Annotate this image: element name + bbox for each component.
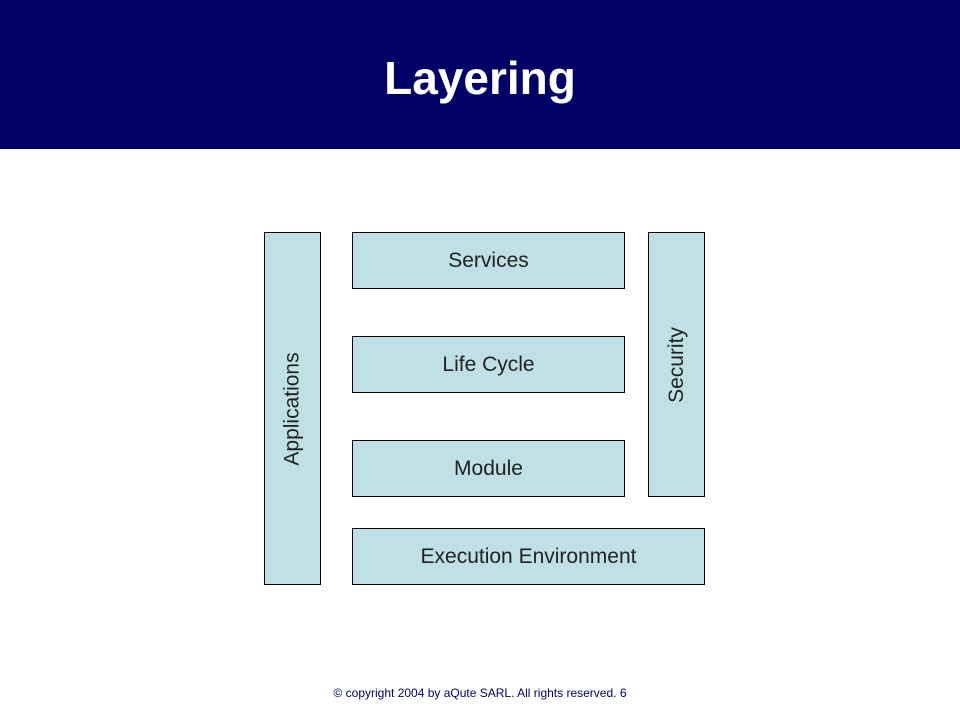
security-label: Security (664, 326, 688, 403)
execution-environment-layer: Execution Environment (352, 528, 705, 585)
slide-title: Layering (384, 52, 576, 104)
module-label: Module (454, 456, 523, 480)
services-label: Services (448, 248, 529, 272)
title-bar: Layering (0, 0, 960, 149)
execution-environment-label: Execution Environment (420, 544, 637, 568)
services-layer: Services (352, 232, 625, 289)
module-layer: Module (352, 440, 625, 497)
applications-label: Applications (280, 351, 304, 466)
security-layer: Security (648, 232, 705, 497)
life-cycle-label: Life Cycle (442, 352, 535, 376)
life-cycle-layer: Life Cycle (352, 336, 625, 393)
applications-layer: Applications (264, 232, 321, 585)
copyright-footer: © copyright 2004 by aQute SARL. All righ… (333, 686, 627, 700)
